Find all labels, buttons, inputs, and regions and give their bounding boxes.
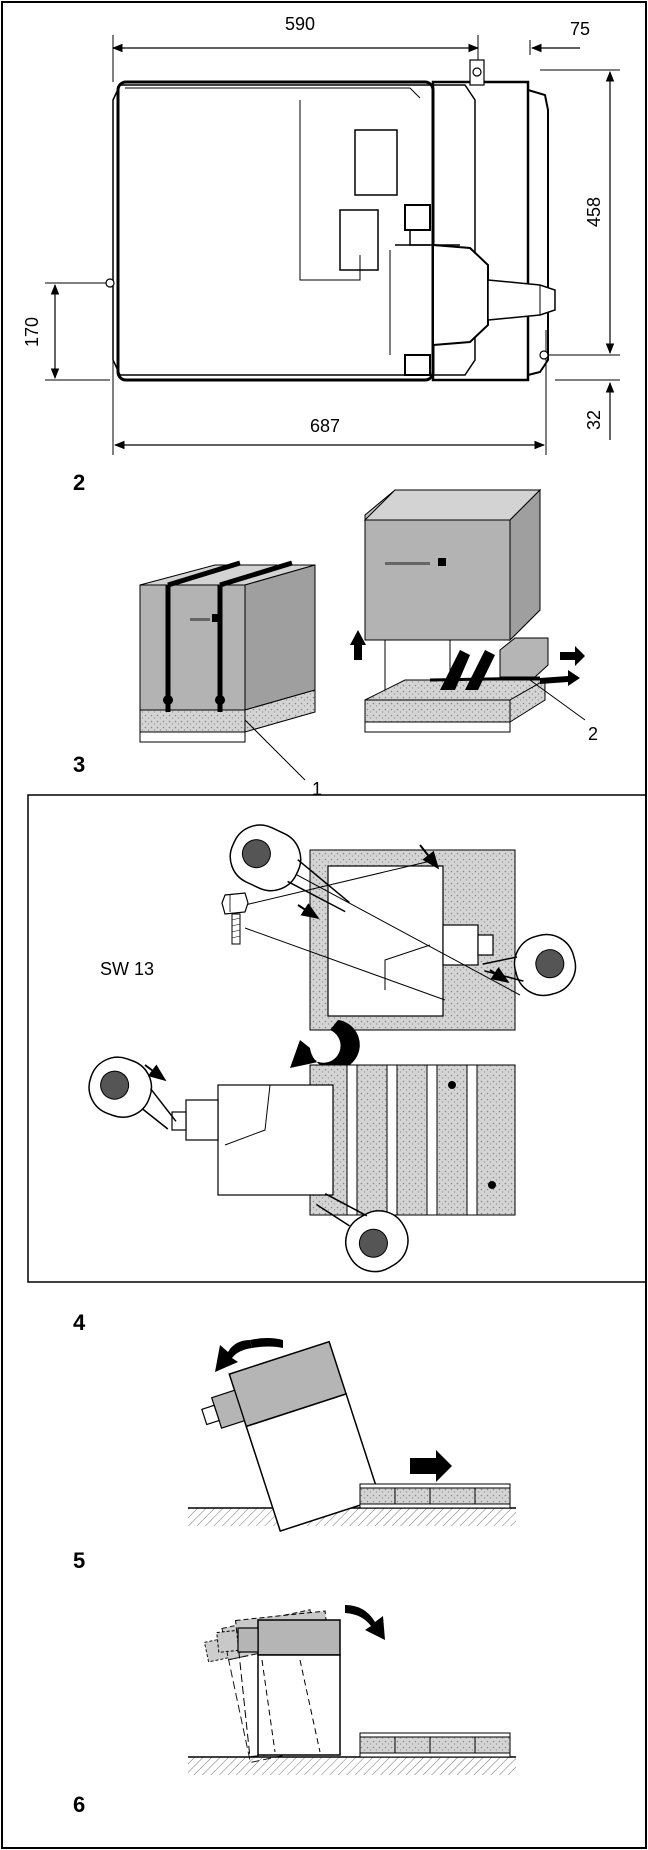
tilted-machine [201,1340,382,1532]
figure-5-tilting [188,1338,516,1532]
motor-cone [432,243,489,347]
pallet-right [364,699,511,723]
figure-4-bolt-removal: SW 13 [27,794,647,1283]
housing-outline [112,84,476,376]
figure-2-dimension-drawing: 590 75 458 170 687 32 2 [22,14,620,495]
housing-body [116,80,435,382]
figure-number: 3 [73,752,85,777]
packed-machine-front [139,584,246,711]
callout-2: 2 [588,724,598,744]
upright-machine-top [257,1619,341,1656]
machine-turned-view [217,1084,334,1196]
pallet-left [139,709,246,733]
mount-hole-top [472,67,482,77]
figure-number: 5 [73,1548,85,1573]
wrench-icon [316,1193,409,1273]
dim-label-590: 590 [285,14,315,34]
figure-number: 2 [73,470,85,495]
upright-machine-body [257,1654,341,1756]
callout-line-2 [529,679,586,721]
push-arrow [410,1450,452,1482]
callout-1: 1 [312,779,322,799]
wrench-icon [482,933,577,997]
wrench-icon [229,824,350,913]
dim-label-687: 687 [310,416,340,436]
mount-hole-right [539,350,549,360]
figure-number: 6 [73,1792,85,1817]
machine-top-view [327,865,444,1017]
dim-label-170: 170 [22,317,42,347]
figure-4-frame [27,794,647,1283]
lifted-machine-front [364,519,511,641]
pallet [359,1487,511,1505]
lift-arrow [350,630,366,660]
pallet [359,1736,511,1754]
tilt-arrow [215,1340,252,1372]
mount-hole-left [105,278,115,288]
figure-6-uprighting [188,1605,516,1775]
rotate-arrow [290,1020,360,1070]
callout-line-1 [244,719,306,781]
dim-label-75: 75 [570,19,590,39]
dim-label-458: 458 [584,197,604,227]
bolt-icon [221,892,249,945]
wrench-icon [88,1056,177,1130]
figure-3-unpacking: 1 2 3 [73,488,598,799]
dim-label-32: 32 [584,410,604,430]
uprighting-arrow [345,1605,385,1640]
wrench-size-label: SW 13 [100,959,154,979]
figure-number: 4 [73,1310,86,1335]
